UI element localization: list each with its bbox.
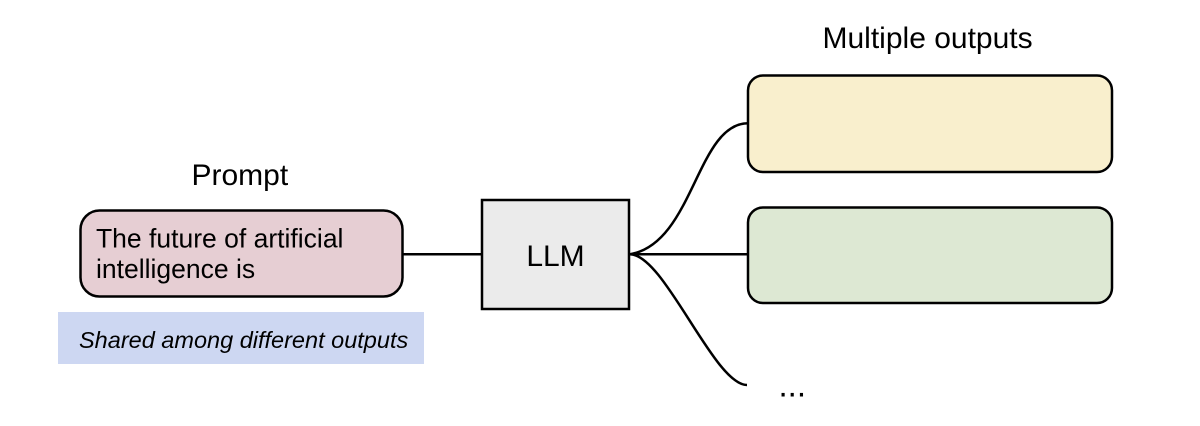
svg-text:...: ... — [779, 367, 807, 404]
svg-text:intelligence is: intelligence is — [96, 254, 255, 284]
svg-text:Shared among different outputs: Shared among different outputs — [79, 327, 408, 353]
svg-text:The future of artificial: The future of artificial — [96, 224, 343, 254]
svg-text:Multiple outputs: Multiple outputs — [823, 22, 1033, 55]
svg-text:LLM: LLM — [526, 240, 584, 273]
svg-text:Prompt: Prompt — [192, 159, 289, 192]
